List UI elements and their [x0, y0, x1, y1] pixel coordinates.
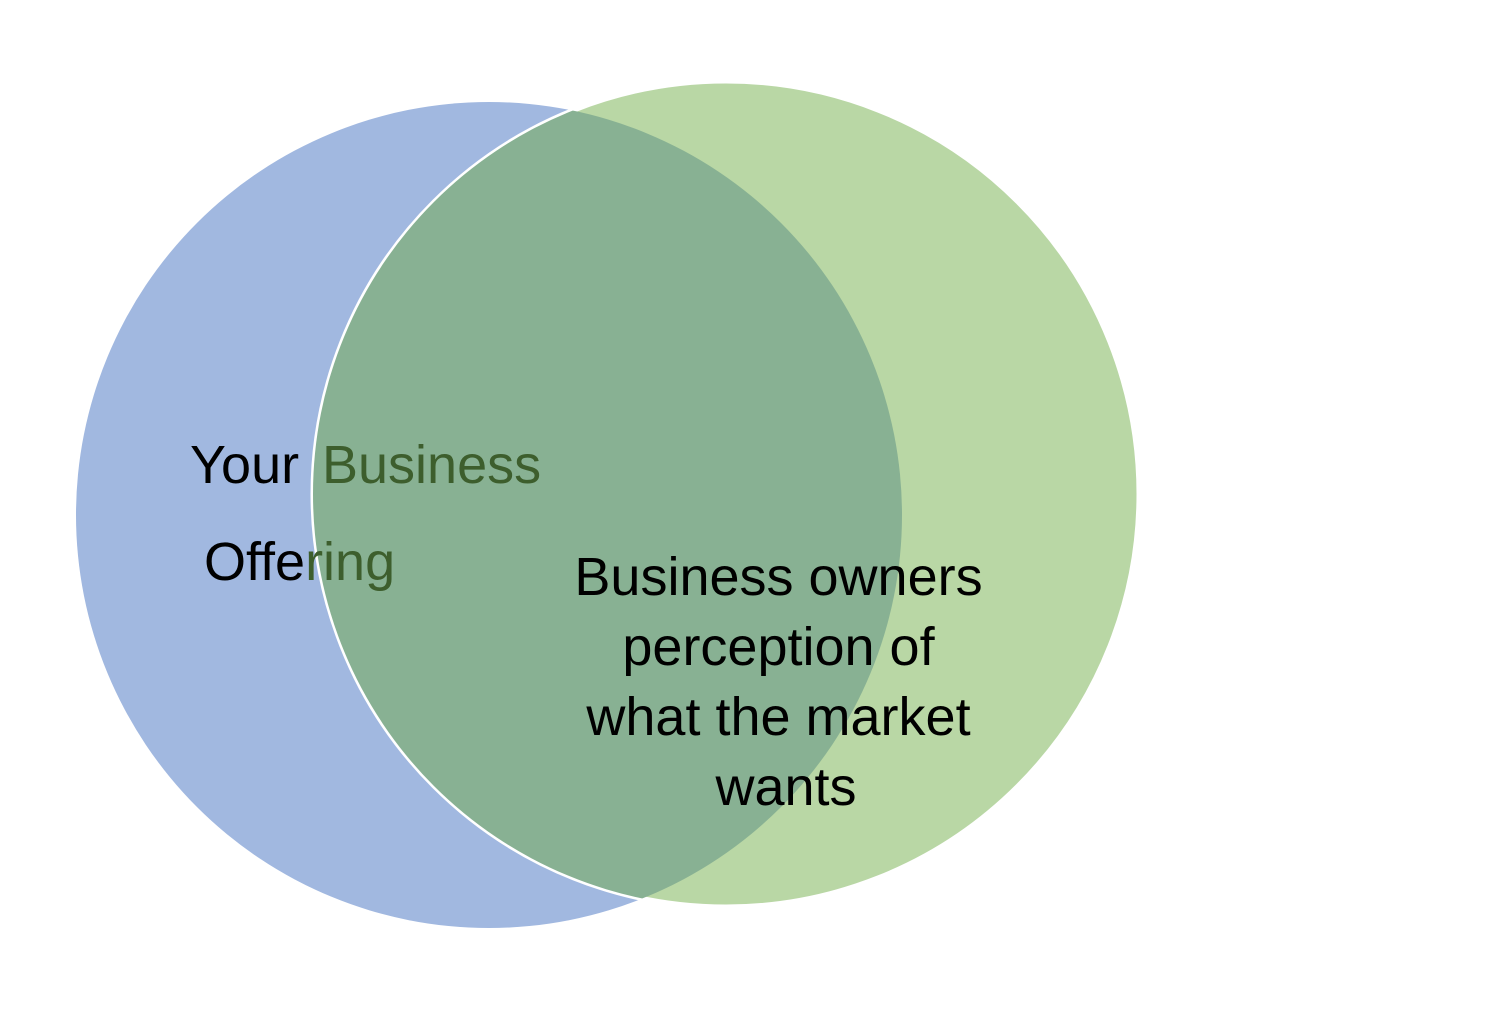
right-label-line-1: Business owners [574, 547, 982, 607]
left-circle-label-line2: Offering [204, 532, 395, 592]
right-label-line-3: what the market [585, 687, 970, 747]
left-label-word-your: Your [190, 435, 299, 495]
right-circle-label: Business owners perception of what the m… [574, 547, 997, 817]
overlap-region [313, 102, 902, 907]
left-label-offering-start: Offe [204, 532, 305, 592]
right-label-line-2: perception of [622, 617, 935, 677]
left-label-word-business: Business [322, 435, 541, 495]
left-label-offering-end: ring [305, 532, 395, 592]
left-circle-label-line1: Your Business [190, 435, 541, 495]
right-label-line-4: wants [714, 757, 856, 817]
